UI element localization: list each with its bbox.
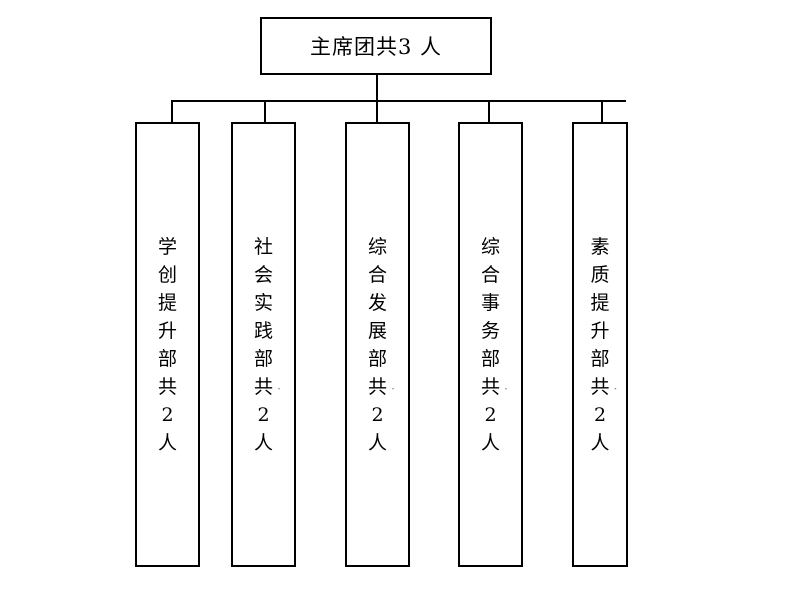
dept-box-xuechuang-tisheng: 学创提升部共 2 人 [135, 122, 200, 567]
connector-root-stem [376, 75, 378, 101]
dept-char: 综 [367, 235, 387, 258]
dept-char: 2 [484, 403, 497, 426]
small-dot: · [277, 381, 281, 396]
dept-char: 共· [481, 373, 508, 401]
dept-char: 发 [367, 291, 387, 314]
dept-char: 部 [480, 347, 500, 370]
dept-char: 践 [253, 319, 273, 342]
dept-char: 部 [253, 347, 273, 370]
dept-box-zonghe-shiwu: 综合事务部共·2 人 [458, 122, 523, 567]
dept-char: 质 [590, 263, 610, 286]
dept-char: 人 [480, 431, 500, 454]
root-node-label: 主席团共3 人 [309, 35, 443, 59]
small-dot: · [504, 381, 508, 396]
dept-char: 展 [367, 319, 387, 342]
dept-char: 部 [157, 347, 177, 370]
connector-drop-5 [601, 100, 603, 124]
connector-horizontal-bus [171, 100, 626, 102]
dept-char: 事 [480, 291, 500, 314]
dept-char: 人 [590, 431, 610, 454]
dept-char: 2 [593, 403, 607, 426]
dept-char: 2 [257, 403, 270, 426]
dept-char: 人 [157, 431, 177, 454]
dept-char: 升 [590, 319, 610, 342]
dept-char: 学 [157, 235, 177, 258]
dept-char: 合 [367, 263, 387, 286]
dept-char: 共· [368, 373, 395, 401]
connector-drop-1 [171, 100, 173, 124]
small-dot: · [613, 381, 618, 396]
dept-char: 提 [590, 291, 610, 314]
dept-box-shehui-shijian: 社会实践部共·2 人 [231, 122, 296, 567]
dept-char: 人 [367, 431, 387, 454]
dept-char: 部 [590, 347, 610, 370]
dept-char: 共· [590, 373, 617, 401]
dept-char: 素 [590, 235, 610, 258]
dept-char: 部 [367, 347, 387, 370]
connector-drop-4 [488, 100, 490, 124]
dept-char: 2 [371, 403, 384, 426]
connector-drop-2 [264, 100, 266, 124]
dept-char: 务 [480, 319, 500, 342]
dept-char: 合 [480, 263, 500, 286]
dept-char: 实 [253, 291, 273, 314]
small-dot: · [391, 381, 395, 396]
dept-char: 共 [157, 375, 177, 398]
dept-char: 创 [157, 263, 177, 286]
dept-char: 综 [480, 235, 500, 258]
dept-char: 2 [161, 403, 174, 426]
connector-drop-3 [376, 100, 378, 124]
dept-char: 共· [254, 373, 281, 401]
dept-box-suzhi-tisheng: 素质提升部共·2 人 [572, 122, 628, 567]
dept-char: 升 [157, 319, 177, 342]
dept-char: 社 [253, 235, 273, 258]
dept-char: 会 [253, 263, 273, 286]
dept-char: 提 [157, 291, 177, 314]
dept-box-zonghe-fazhan: 综合发展部共·2 人 [345, 122, 410, 567]
dept-char: 人 [253, 431, 273, 454]
root-node-chairman-box: 主席团共3 人 [260, 17, 492, 75]
